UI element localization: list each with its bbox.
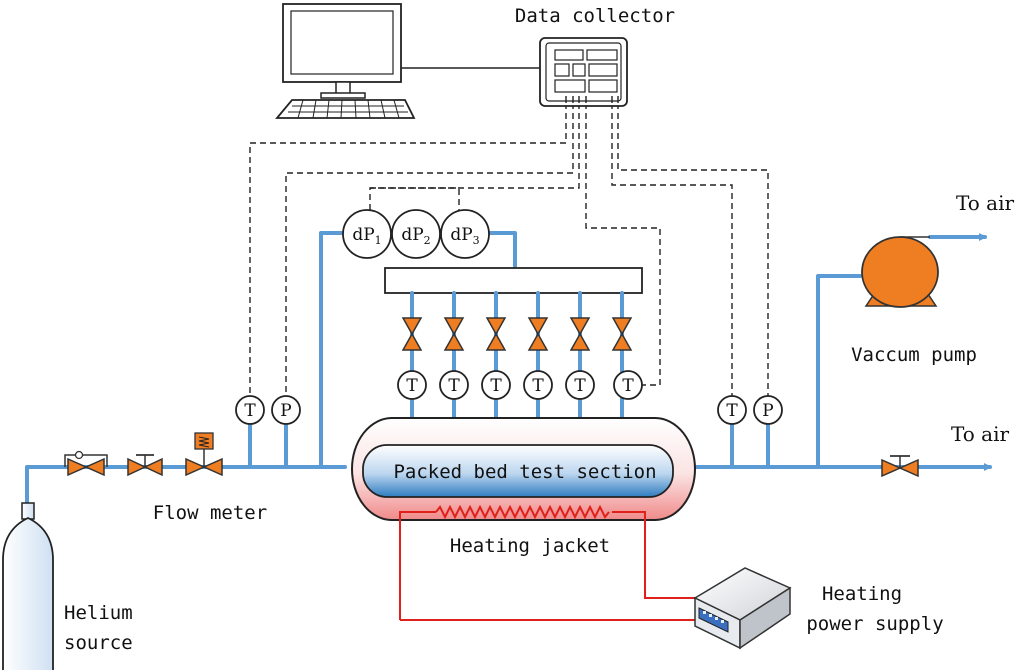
- globe-valve-icon: [127, 454, 163, 477]
- pressure-regulator-icon: [185, 432, 223, 477]
- svg-text:P: P: [762, 401, 773, 421]
- pressure-manifold: [384, 267, 643, 294]
- test-section-vessel: [351, 417, 696, 521]
- gas-pipes: [25, 231, 992, 507]
- svg-text:dP3: dP3: [450, 225, 479, 247]
- tap-temperature-gauges: T T T T T T: [397, 370, 643, 400]
- globe-valve-icon: [881, 455, 919, 478]
- temperature-gauge: T: [397, 370, 427, 400]
- helium-source-label-line1: Helium: [64, 602, 133, 624]
- temperature-gauge: T: [481, 370, 511, 400]
- temperature-gauge: T: [613, 370, 643, 400]
- check-valve-icon: [64, 450, 108, 477]
- computer-monitor-icon: [282, 3, 402, 99]
- temperature-gauge: T: [565, 370, 595, 400]
- flow-meter-label: Flow meter: [153, 502, 267, 524]
- outlet-temperature-gauge: T: [717, 395, 747, 425]
- dp-gauge-3: dP3: [440, 209, 490, 259]
- heating-power-supply-label-line1: Heating: [822, 583, 902, 605]
- inlet-temperature-gauge: T: [235, 395, 265, 425]
- inlet-pressure-gauge: P: [271, 395, 301, 425]
- globe-valve-icon: [569, 317, 591, 351]
- temperature-gauge: T: [523, 370, 553, 400]
- heating-power-supply-label-line2: power supply: [806, 613, 943, 635]
- tap-valves: [401, 317, 633, 351]
- dp-gauges: dP1 dP2 dP3: [342, 209, 490, 259]
- signal-lines: [249, 103, 769, 398]
- globe-valve-icon: [485, 317, 507, 351]
- inlet-gauges: T P: [235, 395, 301, 425]
- temperature-gauge: T: [439, 370, 469, 400]
- svg-text:dP2: dP2: [401, 225, 430, 247]
- gas-cylinder-icon: [2, 502, 54, 670]
- svg-text:T: T: [726, 401, 738, 421]
- svg-text:T: T: [490, 376, 502, 396]
- computer: [275, 3, 540, 119]
- helium-source-label-line2: source: [64, 632, 133, 654]
- test-section-label: Packed bed test section: [393, 461, 656, 483]
- svg-text:P: P: [280, 401, 291, 421]
- data-collector-label: Data collector: [515, 5, 675, 27]
- vacuum-pump-label: Vaccum pump: [851, 344, 977, 366]
- globe-valve-icon: [611, 317, 633, 351]
- globe-valve-icon: [443, 317, 465, 351]
- to-air-top-label: To air: [956, 191, 1015, 215]
- data-logger-icon: [539, 37, 628, 107]
- vacuum-pump-icon: [861, 236, 939, 308]
- power-supply-icon: [693, 567, 792, 650]
- heater-coil: [399, 504, 700, 621]
- globe-valve-icon: [401, 317, 423, 351]
- dp-gauge-1: dP1: [342, 209, 392, 259]
- svg-text:T: T: [406, 376, 418, 396]
- svg-text:T: T: [532, 376, 544, 396]
- globe-valve-icon: [527, 317, 549, 351]
- svg-text:T: T: [574, 376, 586, 396]
- svg-text:T: T: [244, 401, 256, 421]
- heating-jacket-label: Heating jacket: [450, 535, 610, 557]
- svg-text:T: T: [448, 376, 460, 396]
- keyboard-icon: [275, 99, 416, 119]
- outlet-pressure-gauge: P: [753, 395, 783, 425]
- svg-text:T: T: [622, 376, 634, 396]
- outlet-gauges: T P: [717, 395, 783, 425]
- dp-gauge-2: dP2: [391, 209, 441, 259]
- to-air-bottom-label: To air: [951, 422, 1010, 446]
- svg-text:dP1: dP1: [352, 225, 381, 247]
